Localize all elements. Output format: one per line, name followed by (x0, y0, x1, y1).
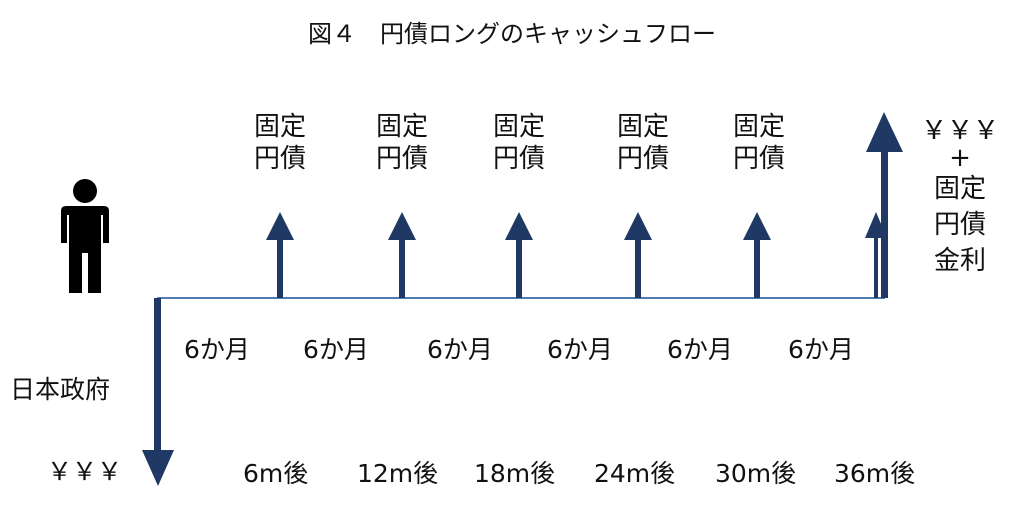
period-label-3: 6か月 (427, 335, 493, 364)
coupon-arrow-3 (505, 212, 533, 298)
coupon-label-4: 固定円債 (616, 112, 669, 174)
diagram-title: 図４ 円債ロングのキャッシュフロー (308, 20, 716, 48)
time-label-6m: 6m後 (243, 459, 309, 488)
period-label-4: 6か月 (547, 335, 613, 364)
period-label-6: 6か月 (788, 335, 854, 364)
initial-payment-label: ￥￥￥ (47, 457, 123, 486)
period-label-5: 6か月 (667, 335, 733, 364)
time-label-18m: 18m後 (474, 459, 556, 488)
coupon-label-5: 固定円債 (732, 112, 785, 174)
period-label-1: 6か月 (184, 335, 250, 364)
period-label-2: 6か月 (303, 335, 369, 364)
coupon-label-2: 固定円債 (375, 112, 428, 174)
time-label-36m: 36m後 (834, 459, 916, 488)
person-icon (61, 179, 109, 293)
time-label-12m: 12m後 (357, 459, 439, 488)
coupon-label-1: 固定円債 (253, 112, 306, 174)
final-payment-label: ￥￥￥ + 固定 円債 金利 (920, 116, 999, 276)
coupon-arrow-2 (388, 212, 416, 298)
coupon-arrow-5 (743, 212, 771, 298)
time-label-30m: 30m後 (715, 459, 797, 488)
outflow-arrow (142, 298, 174, 486)
coupon-arrow-1 (266, 212, 294, 298)
payer-label: 日本政府 (10, 375, 111, 404)
coupon-arrow-4 (624, 212, 652, 298)
coupon-label-3: 固定円債 (492, 112, 545, 174)
principal-arrow (866, 112, 903, 298)
time-label-24m: 24m後 (594, 459, 676, 488)
